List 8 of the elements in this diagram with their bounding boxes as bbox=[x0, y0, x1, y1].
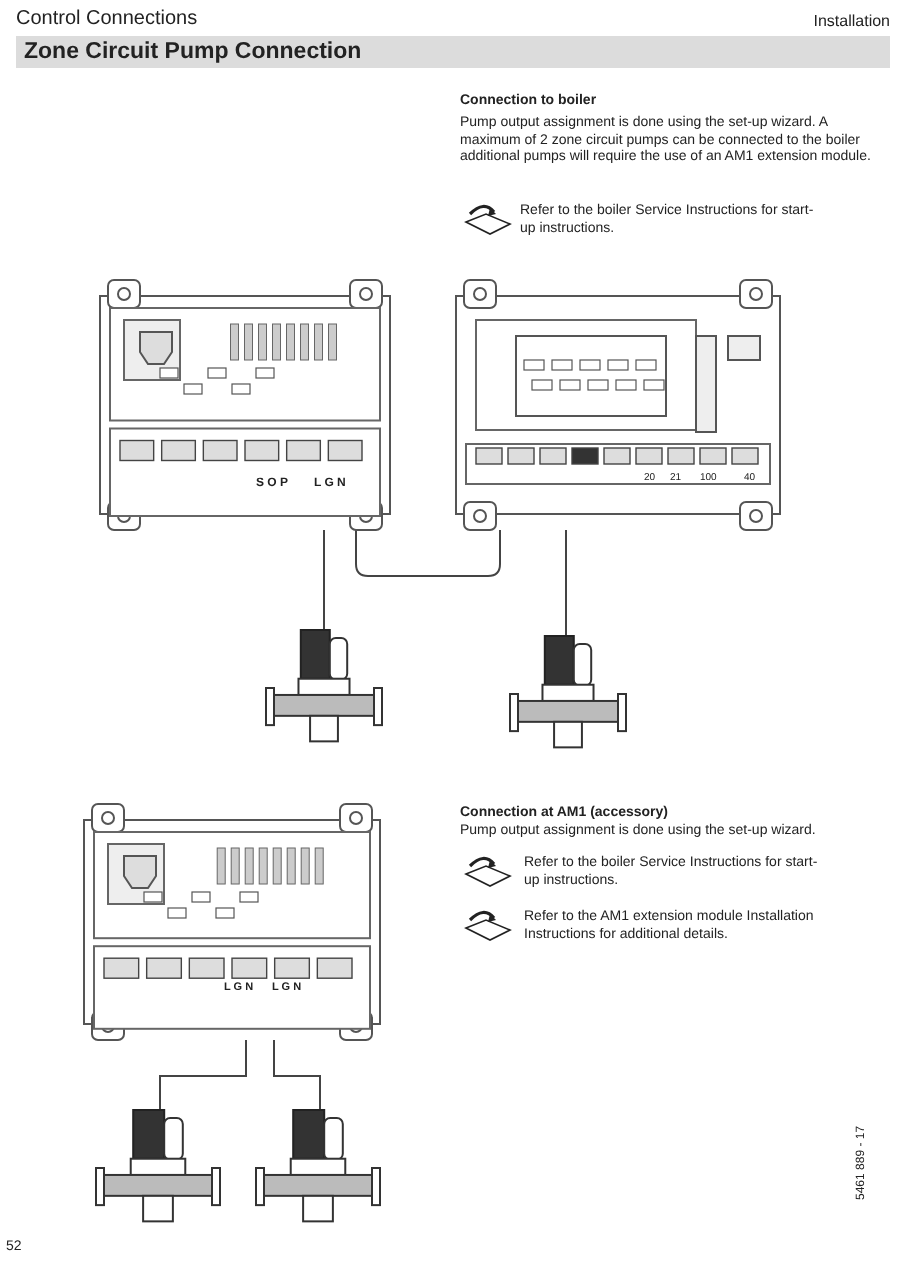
header-text: Installation bbox=[811, 12, 890, 30]
wire bbox=[565, 529, 567, 637]
wire bbox=[355, 529, 501, 577]
wire bbox=[323, 529, 325, 631]
wire bbox=[273, 1039, 321, 1111]
header-text: Control Connections bbox=[16, 8, 198, 30]
page-title: Zone Circuit Pump Connection bbox=[24, 40, 362, 64]
wire bbox=[159, 1039, 247, 1111]
